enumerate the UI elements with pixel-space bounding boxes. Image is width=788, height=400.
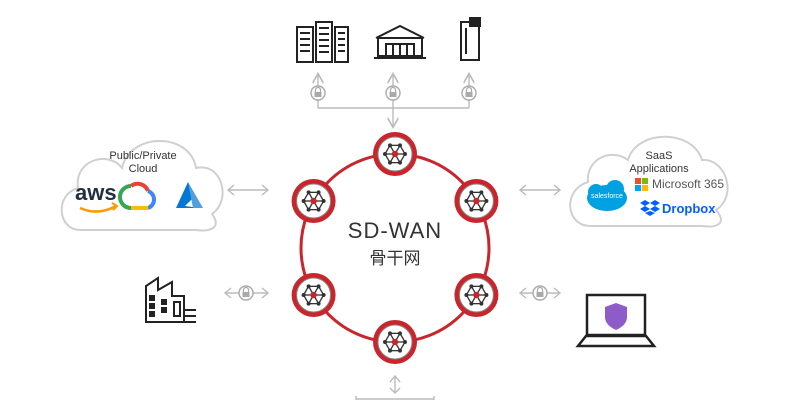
lock-icon (461, 85, 477, 101)
lock-icon (385, 85, 401, 101)
center-subtitle: 骨干网 (369, 249, 421, 269)
ring-node (291, 273, 336, 317)
salesforce-label: salesforce (591, 193, 623, 200)
microsoft-365-logo (635, 178, 648, 191)
right-cloud-connector (518, 184, 562, 196)
salesforce-logo (587, 180, 627, 211)
ring-node (291, 179, 336, 223)
ring-node (454, 273, 499, 317)
data-center-icon (296, 21, 349, 63)
ring-nodes (291, 132, 499, 364)
ring-node (373, 132, 417, 176)
laptop-security-icon (575, 293, 657, 348)
google-cloud-logo (118, 181, 156, 210)
aws-logo: aws (75, 180, 117, 205)
office-building-icon (145, 276, 196, 323)
bottom-connector (355, 374, 435, 400)
left-cloud-title: Public/Private Cloud (100, 150, 186, 176)
center-title: SD-WAN (347, 218, 443, 243)
right-cloud-title-line1: SaaS (645, 150, 673, 162)
aws-smile (79, 204, 117, 213)
dropbox-logo (640, 200, 660, 216)
left-cloud-title-line2: Cloud (128, 163, 158, 175)
dropbox-label: Dropbox (662, 201, 716, 216)
left-cloud-title-line1: Public/Private (109, 150, 177, 162)
lock-icon (310, 85, 326, 101)
branch-building-icon (374, 24, 426, 59)
left-cloud-connector (226, 184, 270, 196)
lock-icon (238, 285, 254, 301)
right-cloud-title: SaaS Applications (614, 150, 704, 176)
azure-logo (176, 182, 203, 208)
ring-node (454, 179, 499, 223)
right-cloud-title-line2: Applications (629, 163, 689, 175)
tower-server-icon (460, 17, 481, 61)
lock-icon (532, 285, 548, 301)
ring-node (373, 320, 417, 364)
microsoft-365-label: Microsoft 365 (652, 177, 725, 191)
aws-arrow (111, 202, 119, 211)
